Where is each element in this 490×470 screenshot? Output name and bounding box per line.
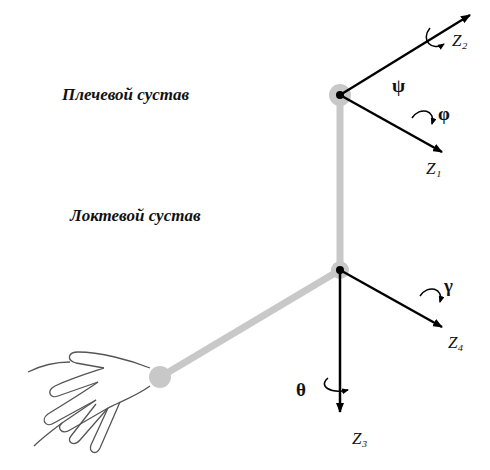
angle-label: ψ bbox=[392, 76, 405, 95]
axis-label: Z₂ bbox=[452, 32, 467, 49]
angle-label: φ bbox=[438, 104, 450, 123]
elbow-dot bbox=[336, 266, 344, 274]
shoulder-dot bbox=[336, 91, 344, 99]
axis-z2 bbox=[340, 15, 470, 95]
angle-label: γ bbox=[444, 276, 453, 295]
shoulder-joint bbox=[329, 84, 351, 106]
rotation-arrows bbox=[324, 28, 444, 391]
upper-arm bbox=[337, 95, 344, 270]
axis-label: Z₁ bbox=[426, 160, 441, 177]
joint-label: Локтевой сустав bbox=[70, 207, 201, 224]
axis-z4 bbox=[340, 270, 442, 327]
hand bbox=[28, 352, 150, 452]
forearm bbox=[162, 270, 340, 376]
joint-label: Плечевой сустав bbox=[62, 86, 189, 103]
angle-label: θ bbox=[296, 380, 306, 399]
axis-z1 bbox=[340, 95, 442, 152]
wrist-joint bbox=[149, 366, 171, 388]
axis-label: Z₄ bbox=[448, 334, 463, 351]
axis-label: Z₃ bbox=[352, 430, 367, 447]
